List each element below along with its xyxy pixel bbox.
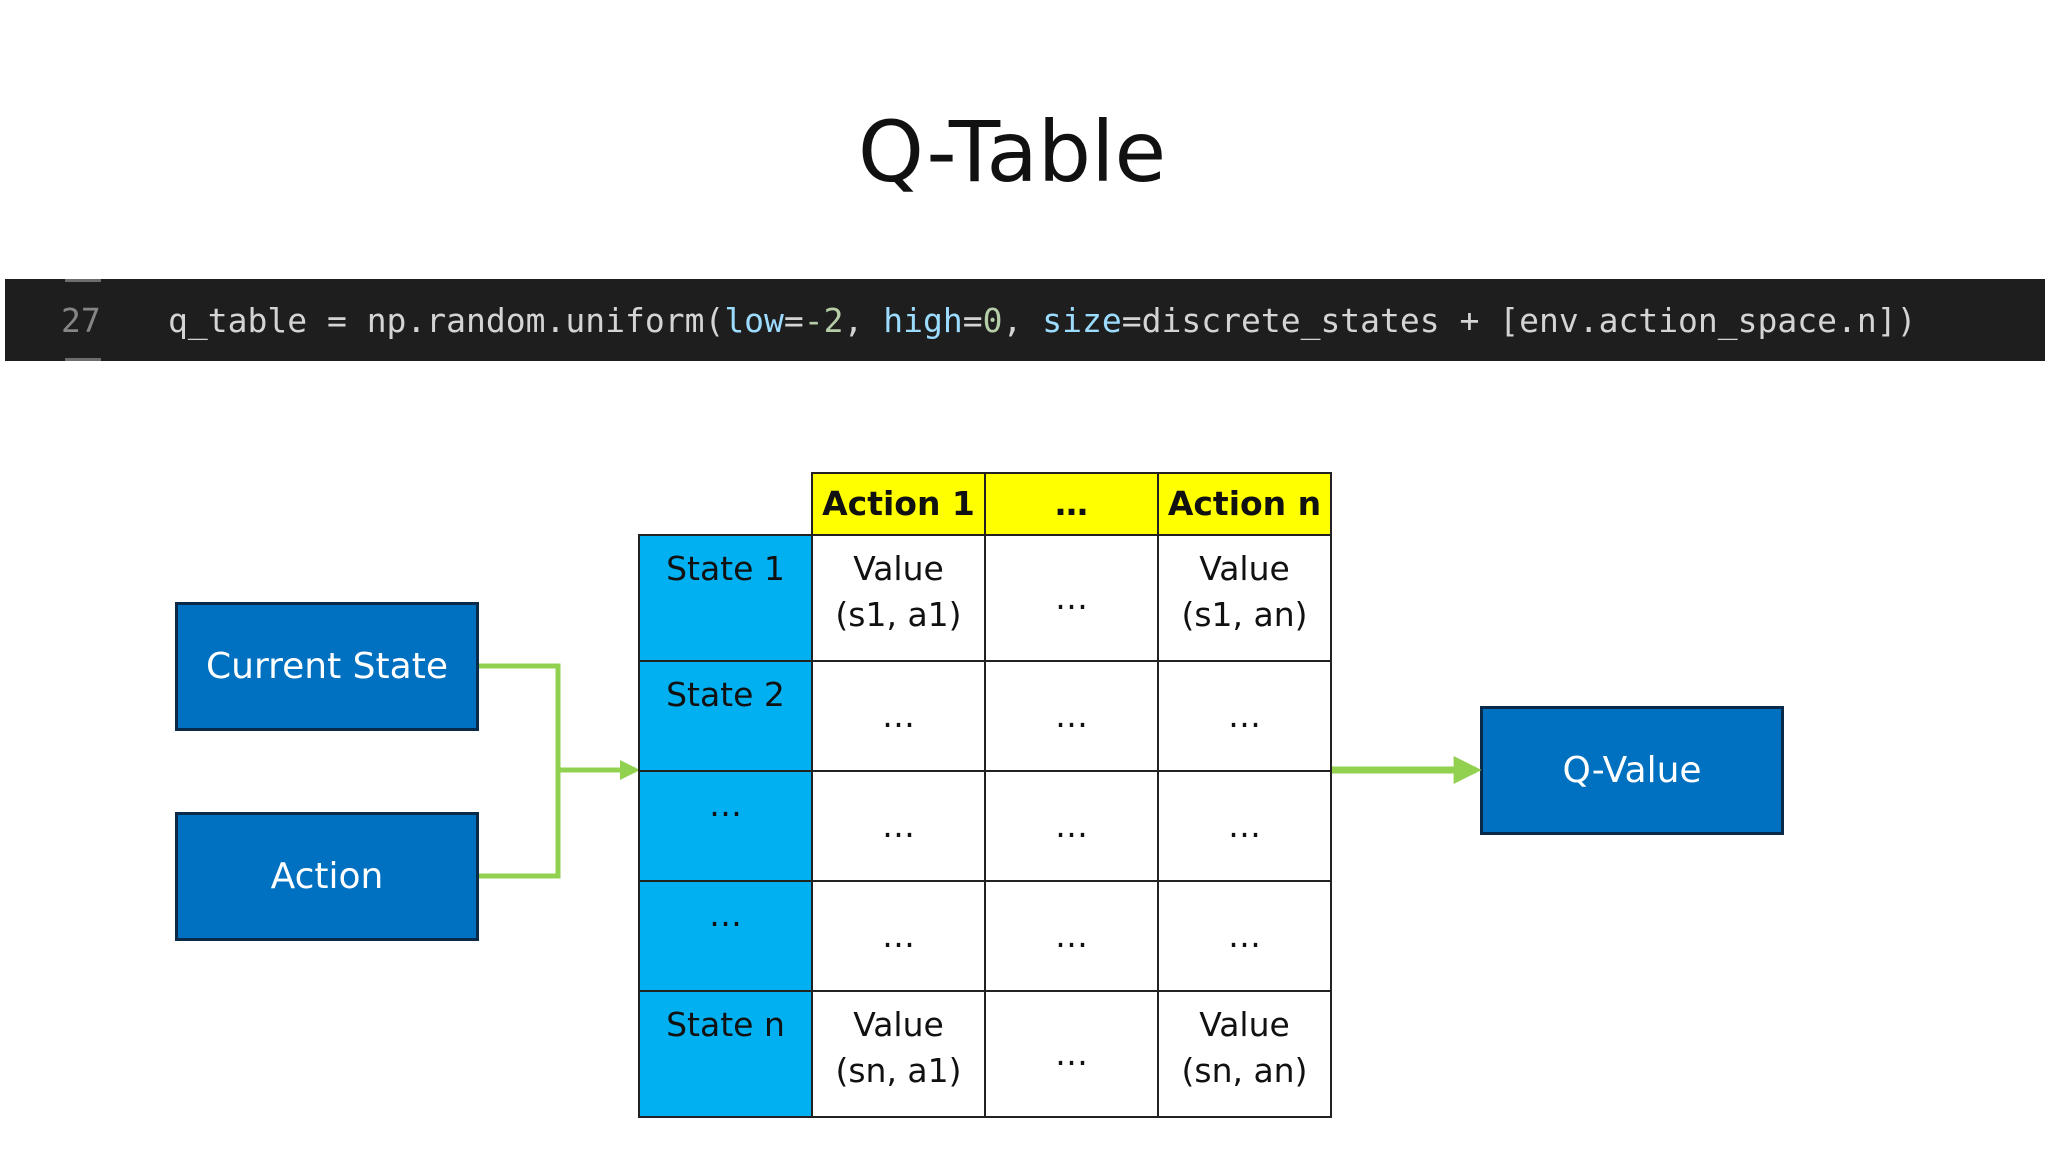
cell-value: … bbox=[1055, 1034, 1088, 1073]
code-token: = bbox=[962, 301, 983, 340]
code-token: q_table bbox=[168, 301, 308, 340]
row-state-label: State 1 bbox=[638, 534, 813, 662]
cell-value: … bbox=[1228, 696, 1261, 735]
action-box: Action bbox=[175, 812, 479, 941]
code-token: , bbox=[1002, 301, 1043, 340]
table-row: State 1 Value (s1, a1) … Value (s1, an) bbox=[638, 534, 1332, 662]
table-cell: … bbox=[984, 990, 1159, 1118]
code-snippet: 27 q_table = np.random.uniform(low=-2, h… bbox=[5, 279, 2045, 361]
q-table: Action 1 … Action n State 1 Value (s1, a… bbox=[638, 472, 1332, 1118]
current-state-box: Current State bbox=[175, 602, 479, 731]
current-state-label: Current State bbox=[206, 646, 448, 687]
table-cell: … bbox=[984, 534, 1159, 662]
q-value-box: Q-Value bbox=[1480, 706, 1784, 835]
table-cell: Value (s1, an) bbox=[1157, 534, 1332, 662]
table-row: State n Value (sn, a1) … Value (sn, an) bbox=[638, 990, 1332, 1118]
code-token: size bbox=[1042, 301, 1122, 340]
code-token: =discrete_states + [env.action_space.n]) bbox=[1121, 301, 1917, 340]
table-cell: Value (s1, a1) bbox=[811, 534, 986, 662]
table-header-row: Action 1 … Action n bbox=[639, 472, 1332, 536]
cell-value: … bbox=[1228, 806, 1261, 845]
code-token: 0 bbox=[982, 301, 1003, 340]
cell-value: … bbox=[1055, 806, 1088, 845]
row-state-label: … bbox=[638, 880, 813, 992]
cell-value: … bbox=[1055, 578, 1088, 617]
header-action-1: Action 1 bbox=[811, 472, 986, 536]
action-label: Action bbox=[270, 856, 384, 897]
cell-value: … bbox=[882, 696, 915, 735]
cell-value: Value (s1, an) bbox=[1181, 549, 1308, 634]
q-value-label: Q-Value bbox=[1562, 750, 1702, 791]
slide-title: Q-Table bbox=[857, 103, 1167, 201]
cell-value: Value (sn, an) bbox=[1181, 1005, 1308, 1090]
table-cell: … bbox=[1157, 880, 1332, 992]
table-cell: … bbox=[1157, 660, 1332, 772]
code-token: low bbox=[724, 301, 784, 340]
table-row: State 2 … … … bbox=[638, 660, 1332, 772]
table-row: … … … … bbox=[638, 770, 1332, 882]
table-corner bbox=[639, 473, 813, 536]
line-number: 27 bbox=[61, 301, 101, 340]
table-row: … … … … bbox=[638, 880, 1332, 992]
current-state-connector bbox=[479, 663, 561, 879]
code-line: q_table = np.random.uniform(low=-2, high… bbox=[168, 301, 1916, 340]
row-state-label: … bbox=[638, 770, 813, 882]
table-cell: … bbox=[811, 770, 986, 882]
code-token: high bbox=[883, 301, 963, 340]
cell-value: … bbox=[1055, 916, 1088, 955]
table-cell: … bbox=[984, 880, 1159, 992]
previous-line-number-fragment bbox=[65, 279, 101, 285]
table-cell: … bbox=[984, 770, 1159, 882]
table-cell: Value (sn, an) bbox=[1157, 990, 1332, 1118]
code-token: = bbox=[783, 301, 804, 340]
next-line-number-fragment bbox=[65, 358, 101, 361]
code-token: = bbox=[307, 301, 367, 340]
cell-value: Value (s1, a1) bbox=[835, 549, 962, 634]
row-state-label: State n bbox=[638, 990, 813, 1118]
table-cell: … bbox=[1157, 770, 1332, 882]
table-cell: … bbox=[811, 880, 986, 992]
header-action-n: Action n bbox=[1157, 472, 1332, 536]
table-cell: … bbox=[984, 660, 1159, 772]
cell-value: … bbox=[1055, 696, 1088, 735]
table-cell: Value (sn, a1) bbox=[811, 990, 986, 1118]
code-token: -2 bbox=[803, 301, 844, 340]
cell-value: … bbox=[882, 916, 915, 955]
code-token: , bbox=[843, 301, 884, 340]
code-token: np.random.uniform( bbox=[366, 301, 725, 340]
header-ellipsis: … bbox=[984, 472, 1159, 536]
cell-value: … bbox=[1228, 916, 1261, 955]
cell-value: … bbox=[882, 806, 915, 845]
cell-value: Value (sn, a1) bbox=[835, 1005, 962, 1090]
table-cell: … bbox=[811, 660, 986, 772]
row-state-label: State 2 bbox=[638, 660, 813, 772]
